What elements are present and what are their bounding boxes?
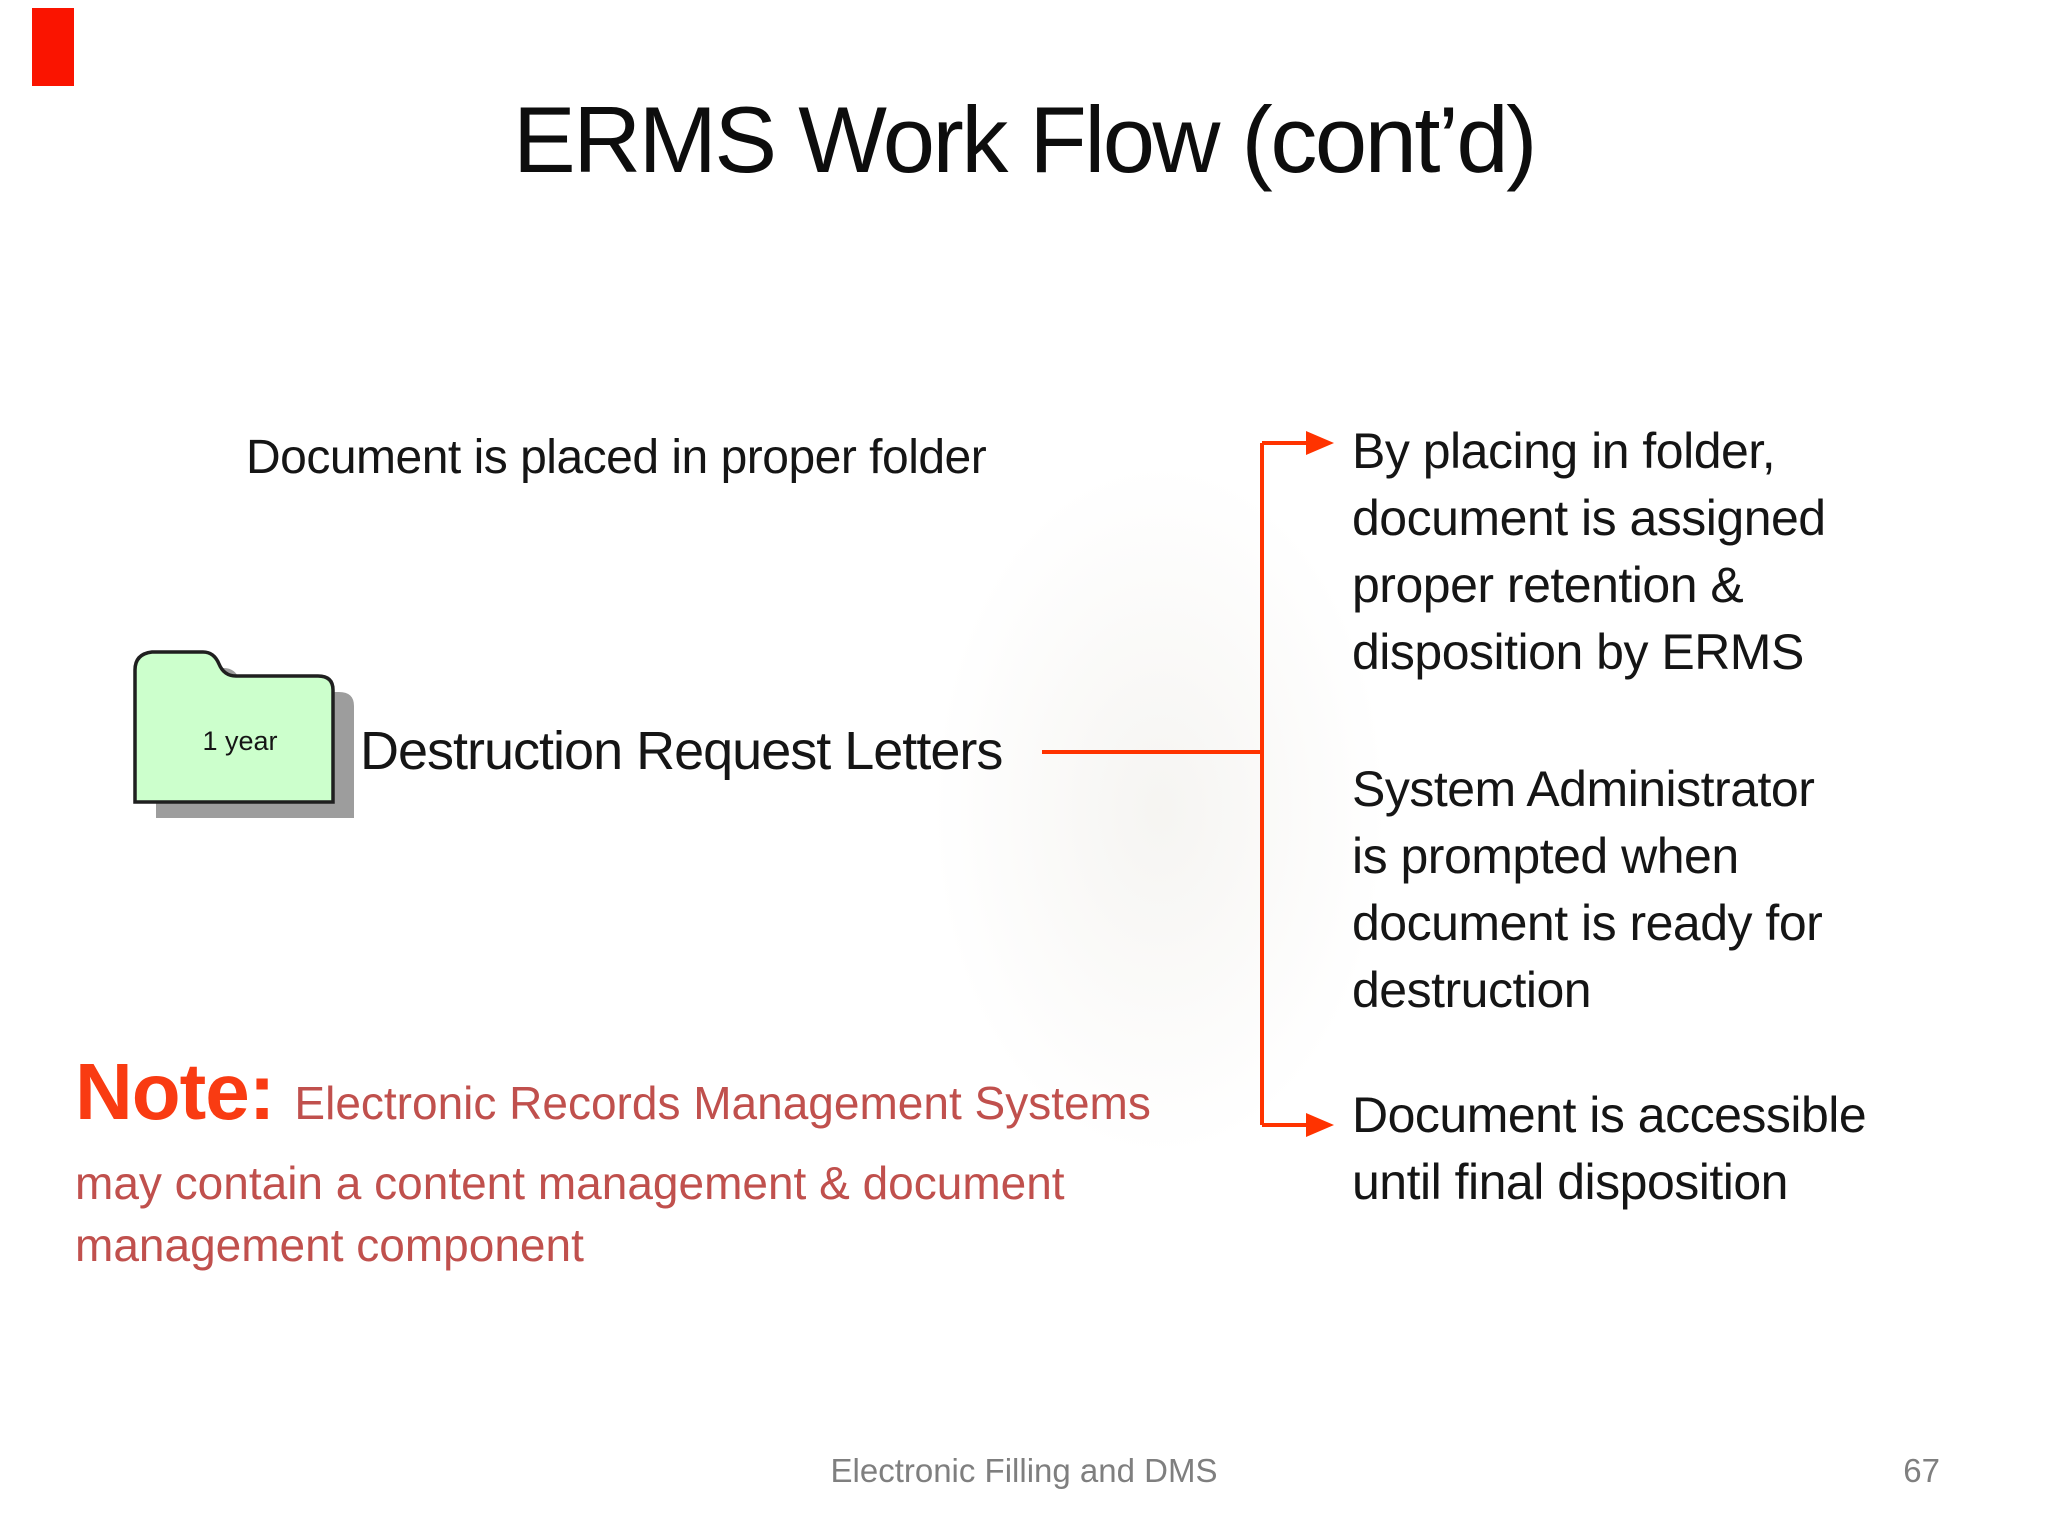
slide-title: ERMS Work Flow (cont’d) [513, 87, 1537, 192]
note-line: Electronic Records Management Systems [294, 1077, 1151, 1129]
footer-title: Electronic Filling and DMS [830, 1452, 1218, 1489]
page-number: 67 [1903, 1452, 1940, 1489]
arrowhead-bottom-icon [1306, 1113, 1334, 1137]
folder-label: 1 year [202, 726, 278, 756]
folder-shape [133, 650, 335, 804]
note-prefix: Note: [75, 1047, 275, 1136]
note: Note: Electronic Records Management Syst… [75, 1046, 1235, 1276]
folder-icon [133, 650, 354, 818]
flow-target-block-1: By placing in folder,document is assigne… [1352, 423, 1826, 680]
arrowhead-top-icon [1306, 431, 1334, 455]
caption-document-placed: Document is placed in proper folder [246, 431, 987, 484]
flow-bracket [1042, 431, 1334, 1137]
note-first-line: Note: Electronic Records Management Syst… [75, 1046, 1235, 1138]
red-corner-mark [32, 8, 74, 86]
note-line: management component [75, 1219, 584, 1271]
note-line: may contain a content management & docum… [75, 1157, 1065, 1209]
destruction-letters-label: Destruction Request Letters [360, 721, 1003, 781]
